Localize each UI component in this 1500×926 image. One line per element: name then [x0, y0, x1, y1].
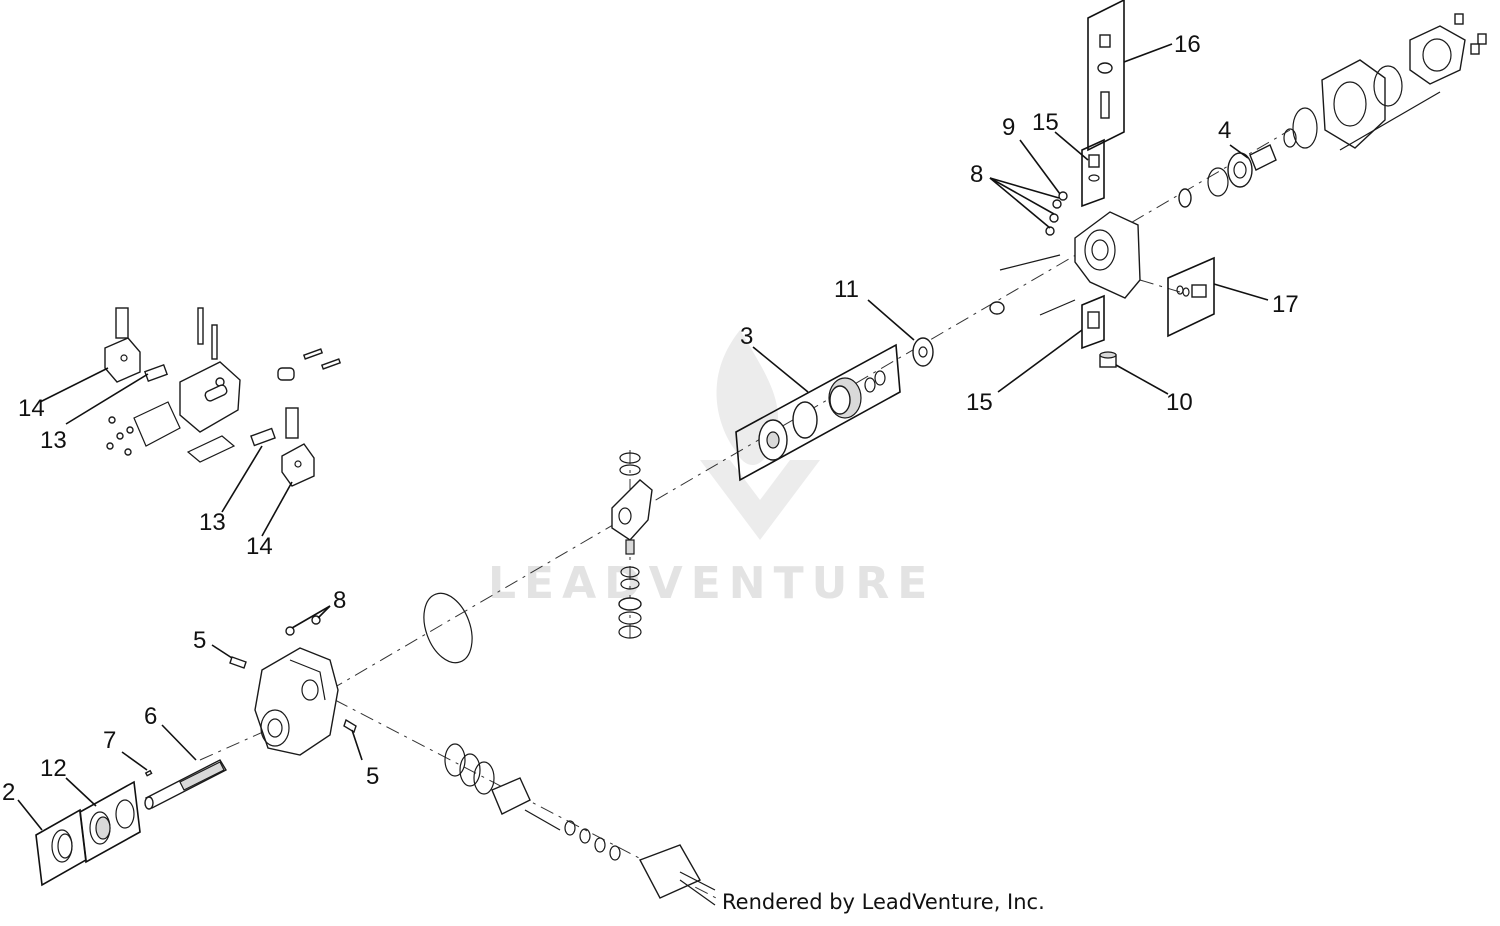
- watermark: LEADVENTURE: [488, 330, 935, 609]
- charge-pump-assembly: [1178, 13, 1487, 208]
- callout-15-top: 15: [1032, 109, 1059, 136]
- relief-valve-panel-16: [1087, 0, 1125, 152]
- callout-5-bottom: 5: [366, 763, 379, 790]
- callout-8-center: 8: [970, 161, 983, 188]
- callout-16: 16: [1174, 31, 1201, 58]
- callout-13-left: 13: [40, 427, 67, 454]
- callout-17: 17: [1272, 291, 1299, 318]
- solenoid-upper: [104, 307, 169, 383]
- callout-12: 12: [40, 755, 67, 782]
- check-valve-panel-15-top: [1081, 138, 1105, 208]
- thrust-washer: [912, 337, 934, 367]
- housing-gasket: [423, 592, 473, 664]
- leader-lines: [17, 43, 1269, 831]
- callout-7: 7: [103, 727, 116, 754]
- drain-plug: [1099, 351, 1117, 368]
- callout-9: 9: [1002, 114, 1015, 141]
- callout-13-right: 13: [199, 509, 226, 536]
- callout-labels: 2 12 7 6 5 5 8 8 3 11 9 15 15 16 4 17 10…: [2, 31, 1299, 806]
- drive-shaft: [144, 759, 227, 810]
- callout-6: 6: [144, 703, 157, 730]
- bearing-kit-panel-12: [79, 780, 141, 864]
- solenoid-lower: [250, 407, 315, 487]
- callout-10: 10: [1166, 389, 1193, 416]
- callout-3: 3: [740, 323, 753, 350]
- swashplate-stack: [611, 452, 653, 639]
- callout-8-front: 8: [333, 587, 346, 614]
- center-section: [989, 191, 1141, 316]
- callout-2: 2: [2, 779, 15, 806]
- callout-11: 11: [834, 276, 859, 303]
- seal-kit-panel-2: [35, 808, 87, 887]
- watermark-text: LEADVENTURE: [488, 558, 935, 609]
- callout-4: 4: [1218, 117, 1231, 144]
- rotating-kit-panel-3: [735, 343, 901, 482]
- bypass-valve-panel-17: [1167, 256, 1215, 338]
- callout-5-top: 5: [193, 627, 206, 654]
- servo-piston-stack: [444, 743, 716, 906]
- callout-14-right: 14: [246, 533, 273, 560]
- front-housing: [229, 615, 357, 756]
- check-valve-panel-15-bottom: [1081, 294, 1105, 350]
- callout-14-left: 14: [18, 395, 45, 422]
- rendered-by-credit: Rendered by LeadVenture, Inc.: [722, 890, 1045, 914]
- callout-15-bottom: 15: [966, 389, 993, 416]
- control-block: [106, 307, 342, 463]
